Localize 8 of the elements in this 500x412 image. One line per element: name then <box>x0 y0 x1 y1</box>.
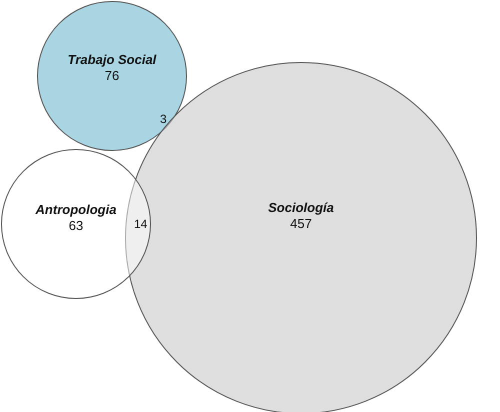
intersection-count: 3 <box>160 112 167 126</box>
set-count: 76 <box>104 68 120 83</box>
set-name: Trabajo Social <box>68 52 156 67</box>
set-name: Antropologia <box>36 202 116 217</box>
set-name: Sociología <box>268 200 334 215</box>
set-count: 457 <box>290 216 312 231</box>
intersection-count: 14 <box>134 217 148 231</box>
set-count: 63 <box>68 218 84 233</box>
